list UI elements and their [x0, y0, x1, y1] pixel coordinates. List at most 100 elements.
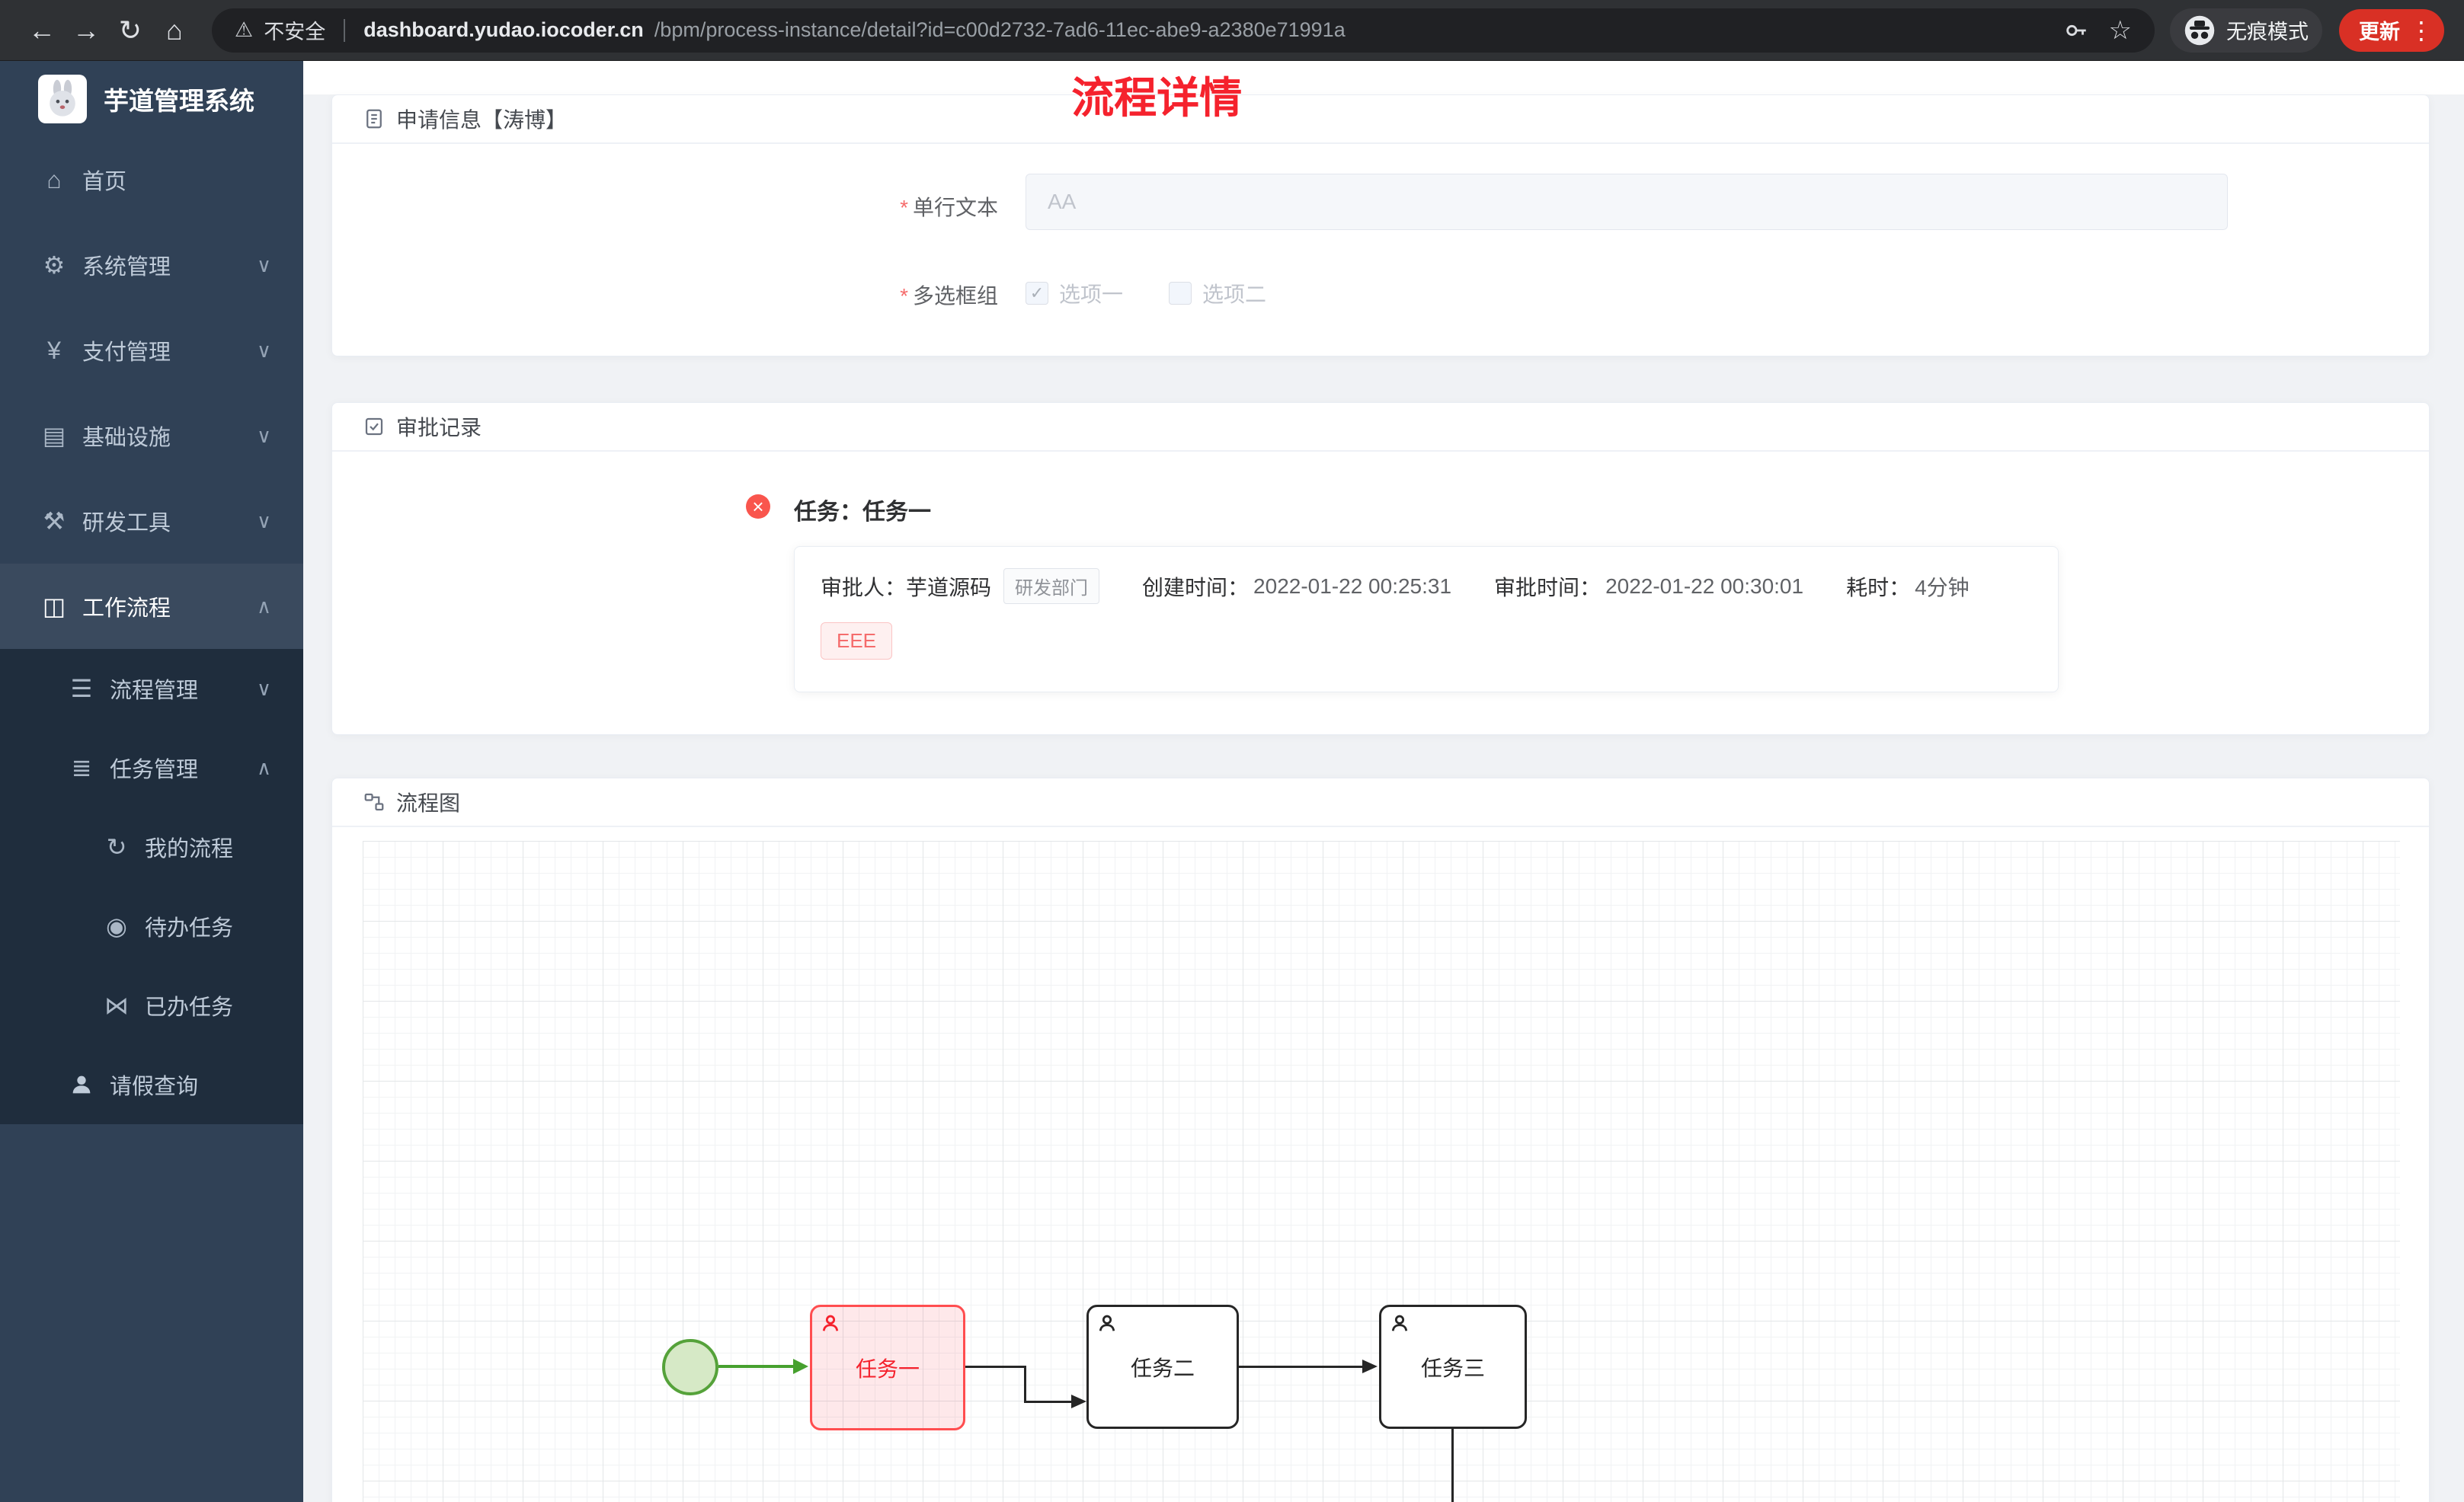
approver-label: 审批人：	[821, 575, 907, 599]
flow-task1-to-task2	[1024, 1366, 1026, 1403]
flow-start-to-task1	[718, 1365, 795, 1368]
address-bar[interactable]: ⚠ 不安全 dashboard.yudao.iocoder.cn /bpm/pr…	[212, 8, 2155, 53]
single-line-text-label: *单行文本	[900, 196, 998, 219]
sidebar-item-payment[interactable]: ¥ 支付管理 ∨	[0, 308, 303, 393]
monitor-icon: ▤	[42, 422, 66, 449]
approval-records-header: 审批记录	[332, 403, 2429, 452]
approval-comment-tag: EEE	[821, 622, 893, 660]
sidebar-item-workflow[interactable]: ◫ 工作流程 ∧	[0, 564, 303, 649]
chevron-up-icon: ∧	[256, 594, 271, 618]
create-time-label: 创建时间：	[1142, 575, 1250, 599]
task-title: 任务：任务一	[794, 500, 931, 525]
incognito-label: 无痕模式	[2226, 21, 2309, 43]
document-icon	[366, 109, 382, 129]
sidebar-item-label: 已办任务	[145, 995, 234, 1020]
sidebar-item-home[interactable]: ⌂ 首页	[0, 137, 303, 222]
sidebar-item-done-tasks[interactable]: ⋈ 已办任务	[0, 966, 303, 1045]
tools-icon: ⚒	[43, 507, 66, 535]
required-mark: *	[900, 284, 908, 308]
chevron-down-icon: ∨	[256, 423, 271, 447]
back-icon[interactable]: ←	[28, 14, 56, 46]
checkbox-option1-checked: ✓	[1026, 282, 1048, 305]
list-icon: ☰	[70, 675, 93, 702]
sidebar-item-process-management[interactable]: ☰ 流程管理 ∨	[0, 649, 303, 728]
flow-task1-to-task2	[965, 1366, 1026, 1368]
flow-task1-to-task2	[1024, 1401, 1073, 1403]
yen-icon: ¥	[47, 336, 61, 364]
task-node-2[interactable]: 任务二	[1086, 1305, 1239, 1429]
approver-name: 芋道源码	[906, 575, 992, 599]
sidebar-item-my-process[interactable]: ↻ 我的流程	[0, 807, 303, 887]
app-title: 芋道管理系统	[104, 87, 254, 115]
required-mark: *	[900, 196, 908, 219]
checkbox-option2-label: 选项二	[1202, 283, 1267, 306]
tasks-icon: ≣	[71, 754, 92, 781]
task-node-1[interactable]: 任务一	[810, 1305, 965, 1430]
task-node-label: 任务二	[1130, 1356, 1195, 1380]
user-task-icon	[1099, 1315, 1115, 1331]
process-diagram-header: 流程图	[332, 778, 2429, 827]
task-failed-icon: ×	[746, 494, 770, 519]
password-key-icon[interactable]	[2063, 18, 2089, 43]
chevron-down-icon: ∨	[256, 509, 271, 532]
sidebar: 芋道管理系统 ⌂ 首页 ⚙ 系统管理 ∨ ¥ 支付管理 ∨ ▤ 基础设施 ∨ ⚒…	[0, 61, 303, 1502]
apply-info-card: 申请信息【涛博】 *单行文本 *多选框组 ✓ 选项一 选项二	[331, 94, 2430, 356]
user-task-icon	[1391, 1315, 1408, 1331]
gear-icon: ⚙	[43, 251, 66, 279]
chevron-down-icon: ∨	[256, 338, 271, 362]
checkbox-group: ✓ 选项一 选项二	[1026, 278, 1266, 308]
single-line-text-input	[1026, 174, 2228, 230]
sidebar-item-leave-query[interactable]: 请假查询	[0, 1045, 303, 1124]
forward-icon[interactable]: →	[72, 14, 100, 46]
home-dashboard-icon: ⌂	[46, 165, 62, 193]
eye-icon: ◉	[106, 912, 127, 940]
browser-update-button[interactable]: 更新 ⋮	[2339, 8, 2444, 52]
incognito-icon	[2184, 15, 2215, 45]
url-path: /bpm/process-instance/detail?id=c00d2732…	[654, 18, 1346, 41]
chevron-down-icon: ∨	[256, 676, 271, 700]
start-event-node[interactable]	[662, 1339, 718, 1395]
incognito-badge[interactable]: 无痕模式	[2170, 8, 2322, 53]
bookmark-star-icon[interactable]: ☆	[2108, 15, 2132, 45]
chevron-down-icon: ∨	[256, 253, 271, 276]
sidebar-item-label: 流程管理	[110, 679, 199, 703]
person-icon	[64, 1072, 99, 1098]
refresh-icon: ↻	[106, 833, 127, 861]
not-secure-icon: ⚠	[235, 18, 254, 41]
sidebar-item-devtools[interactable]: ⚒ 研发工具 ∨	[0, 478, 303, 564]
arrowhead-icon	[793, 1359, 808, 1374]
create-time-value: 2022-01-22 00:25:31	[1253, 574, 1452, 598]
duration-value: 4分钟	[1915, 575, 1970, 599]
apply-info-title: 申请信息【涛博】	[396, 108, 568, 132]
omnibox-separator	[344, 18, 346, 42]
sidebar-item-task-management[interactable]: ≣ 任务管理 ∧	[0, 728, 303, 807]
checkbox-group-label: *多选框组	[900, 284, 998, 308]
home-icon[interactable]: ⌂	[166, 14, 183, 46]
browser-menu-icon[interactable]: ⋮	[2409, 16, 2434, 44]
update-label: 更新	[2359, 21, 2400, 43]
sidebar-item-label: 任务管理	[110, 758, 199, 782]
sidebar-item-todo-tasks[interactable]: ◉ 待办任务	[0, 887, 303, 966]
sidebar-item-system[interactable]: ⚙ 系统管理 ∨	[0, 222, 303, 308]
app-logo[interactable]: 芋道管理系统	[0, 61, 303, 137]
user-task-icon	[822, 1315, 839, 1331]
approve-time-value: 2022-01-22 00:30:01	[1605, 574, 1804, 598]
apply-info-header: 申请信息【涛博】	[332, 95, 2429, 144]
reload-icon[interactable]: ↻	[118, 14, 142, 46]
sidebar-item-label: 待办任务	[145, 916, 234, 941]
approval-records-title: 审批记录	[396, 416, 482, 439]
briefcase-icon: ◫	[42, 593, 66, 620]
approval-records-card: 审批记录 × 任务：任务一 审批人： 芋道源码 研发部门 创建时间： 2022-…	[331, 402, 2430, 735]
diagram-icon	[364, 793, 384, 811]
arrowhead-icon	[1071, 1395, 1086, 1408]
bpmn-canvas[interactable]: 任务一 任务二 任务三	[363, 841, 2400, 1502]
approve-time-label: 审批时间：	[1494, 575, 1602, 599]
checkbox-option2-unchecked	[1169, 282, 1192, 305]
chevron-up-icon: ∧	[256, 756, 271, 779]
sidebar-item-label: 支付管理	[82, 340, 171, 365]
task-node-3[interactable]: 任务三	[1379, 1305, 1527, 1429]
main-content: 流程详情 申请信息【涛博】 *单行文本 *多选框组 ✓ 选项一 选项二	[303, 61, 2464, 1502]
flow-task2-to-task3	[1239, 1366, 1364, 1368]
sidebar-item-infrastructure[interactable]: ▤ 基础设施 ∨	[0, 393, 303, 478]
url-domain: dashboard.yudao.iocoder.cn	[363, 18, 644, 41]
